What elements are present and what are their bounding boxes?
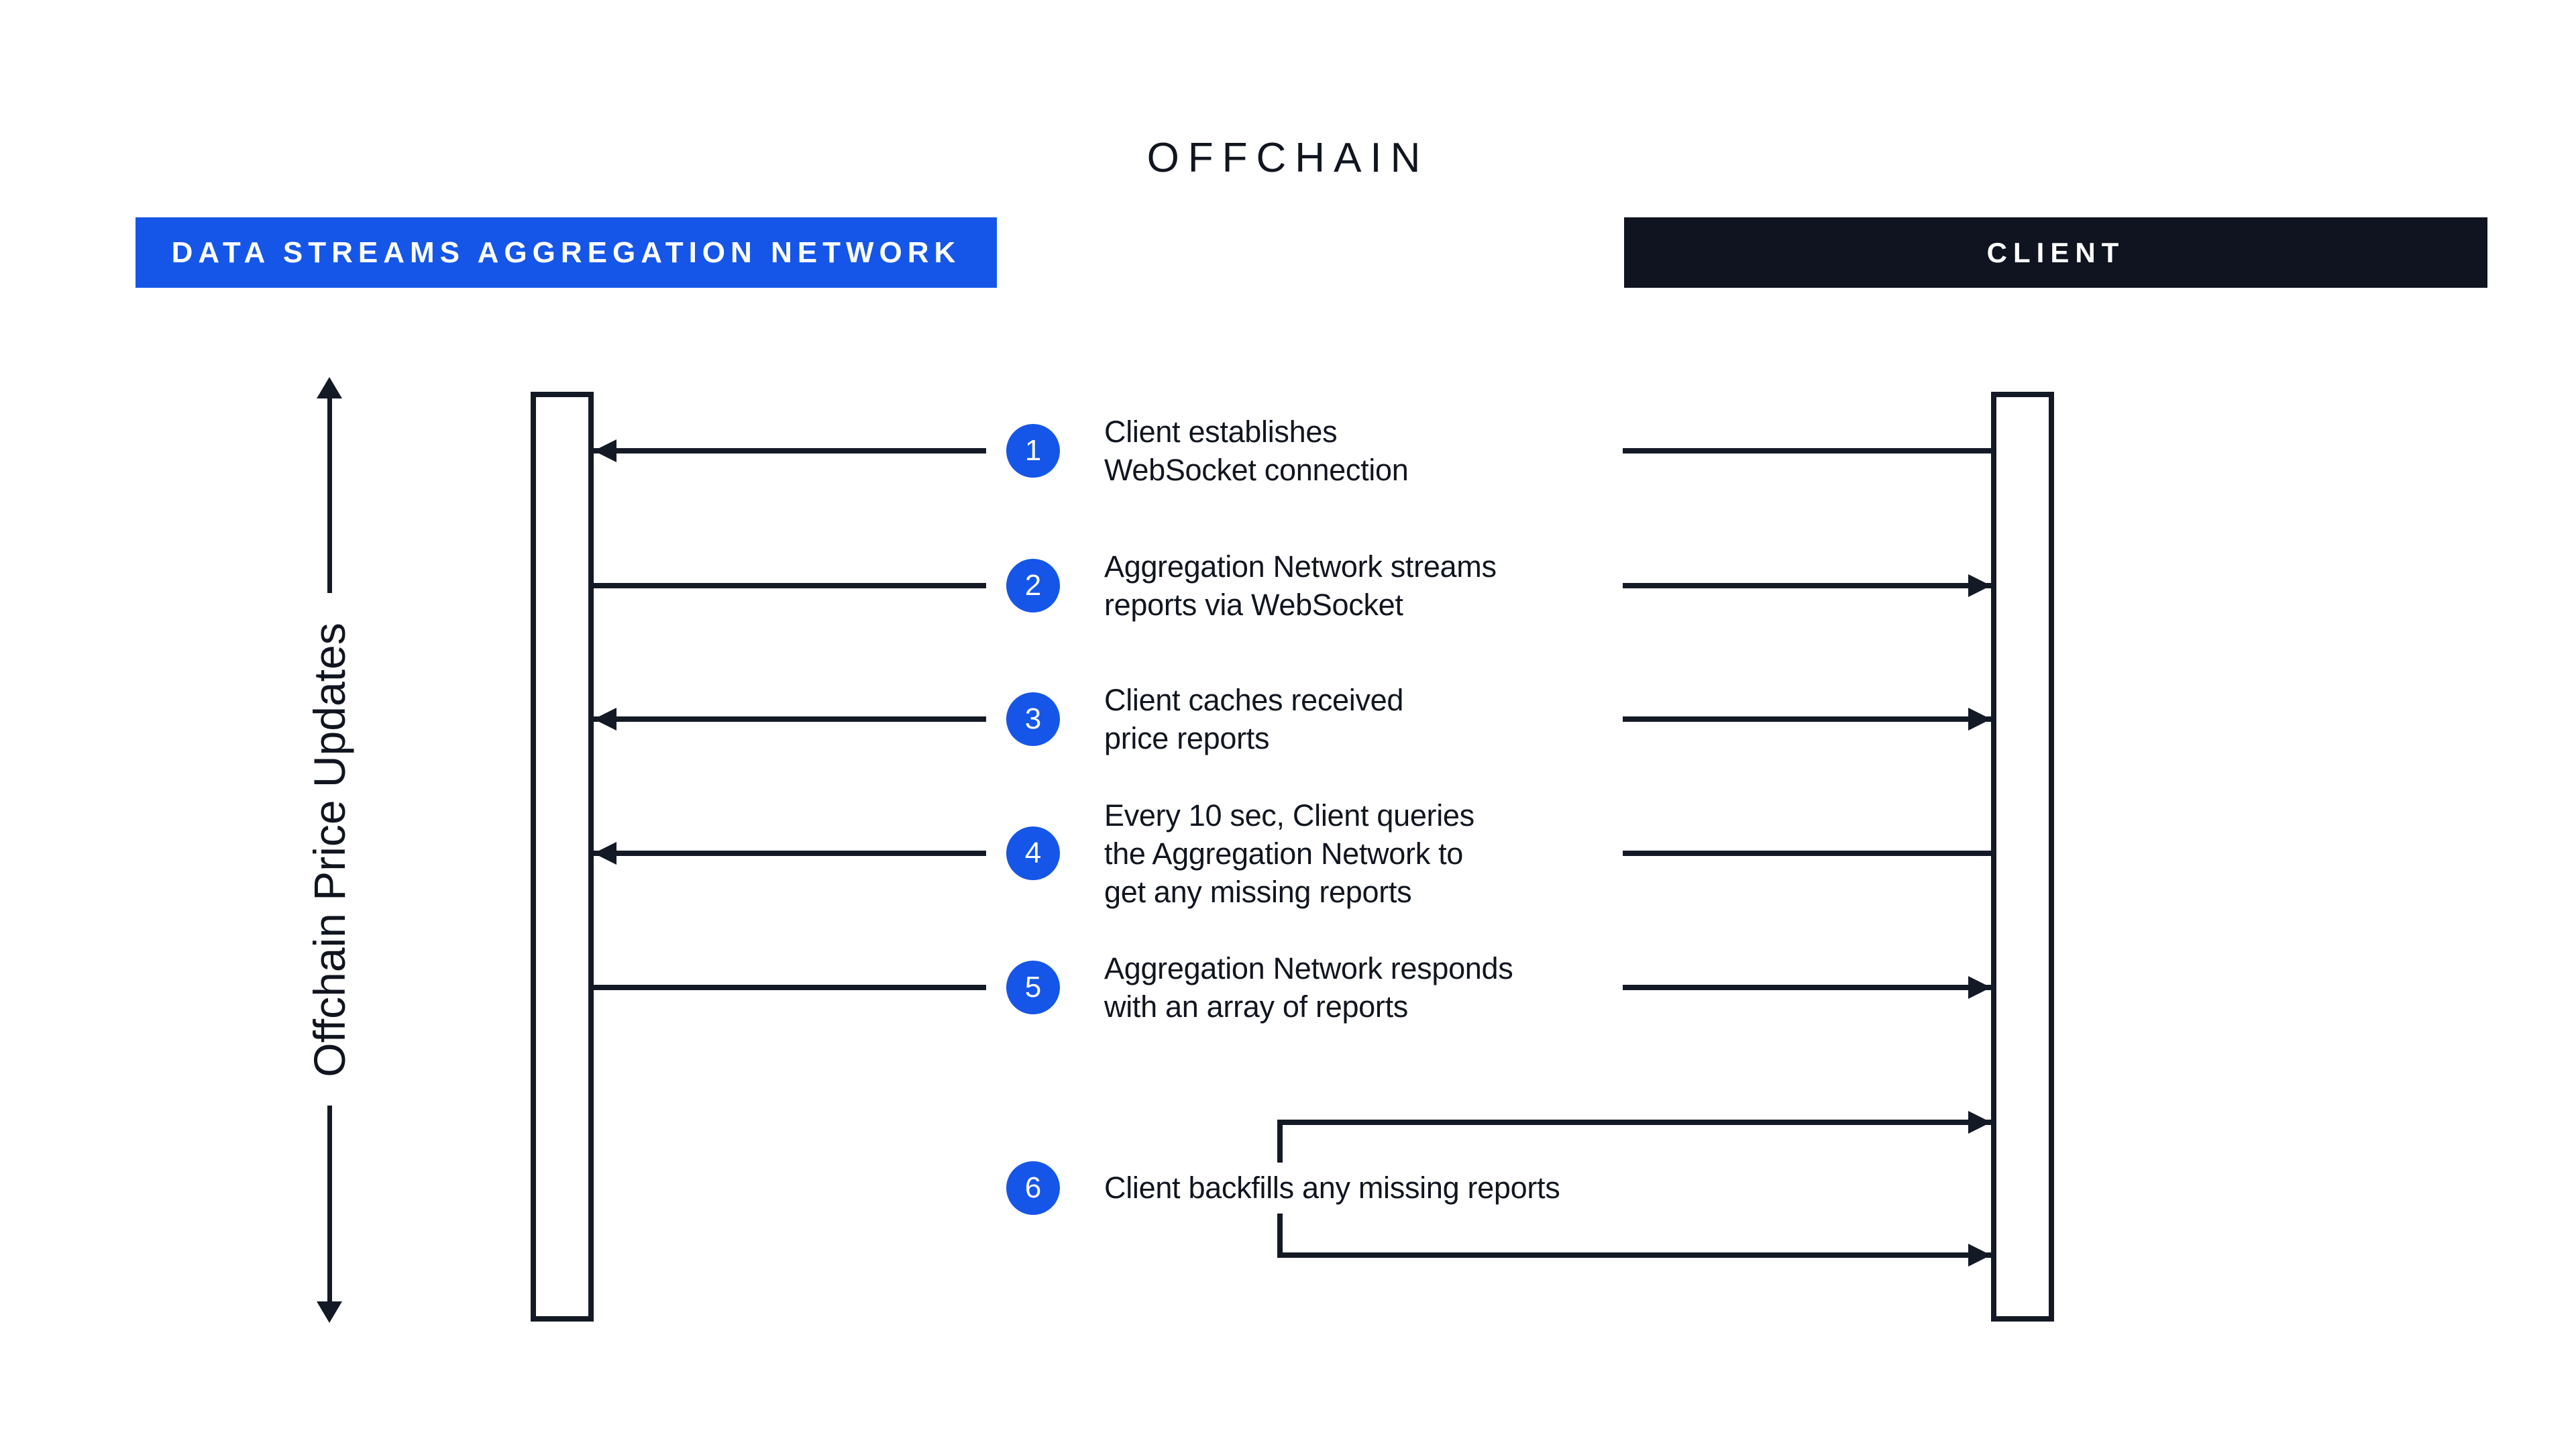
step4-text: Every 10 sec, Client queries the Aggrega… [1104, 793, 1474, 914]
step5-arrowhead-right-icon [1968, 976, 1991, 999]
axis-label: Offchain Price Updates [305, 623, 354, 1077]
step6-text: Client backfills any missing reports [1104, 1163, 1579, 1214]
step2-line-left [594, 583, 986, 588]
step1-arrowhead-left-icon [594, 439, 616, 462]
step4-number-badge: 4 [1006, 826, 1060, 880]
step5-text-line2: with an array of reports [1104, 989, 1408, 1024]
step2-text-line1: Aggregation Network streams [1104, 549, 1497, 584]
step4-text-line3: get any missing reports [1104, 874, 1412, 909]
step6-arrowhead-top-icon [1968, 1111, 1991, 1134]
axis-line-top [327, 397, 332, 593]
network-participant-label: DATA STREAMS AGGREGATION NETWORK [171, 235, 961, 269]
step5-text: Aggregation Network responds with an arr… [1104, 927, 1513, 1048]
step6-text-line1: Client backfills any missing reports [1104, 1171, 1560, 1205]
step2-text-line2: reports via WebSocket [1104, 588, 1403, 622]
step6-line-top [1280, 1120, 1991, 1125]
client-participant-banner: CLIENT [1624, 217, 2487, 288]
step1-text-line2: WebSocket connection [1104, 453, 1409, 487]
step4-text-line1: Every 10 sec, Client queries [1104, 798, 1474, 833]
step3-text: Client caches received price reports [1104, 659, 1403, 780]
step5-line-left [594, 985, 986, 990]
step6-arrowhead-bottom-icon [1968, 1244, 1991, 1267]
step4-line-right [1623, 851, 1991, 856]
step3-text-line1: Client caches received [1104, 683, 1404, 717]
step2-text: Aggregation Network streams reports via … [1104, 525, 1497, 646]
step6-number-badge: 6 [1006, 1161, 1060, 1215]
step1-text: Client establishes WebSocket connection [1104, 390, 1409, 511]
page-title: OFFCHAIN [1146, 135, 1430, 181]
step3-number-badge: 3 [1006, 692, 1060, 746]
step5-text-line1: Aggregation Network responds [1104, 951, 1513, 985]
step3-line-right [1623, 716, 1991, 722]
step5-line-right [1623, 985, 1991, 990]
network-participant-banner: DATA STREAMS AGGREGATION NETWORK [136, 217, 997, 288]
step2-line-right [1623, 583, 1991, 588]
client-lifeline [1991, 392, 2054, 1322]
axis-arrow-down-icon [317, 1301, 342, 1323]
step6-line-bottom [1280, 1252, 1991, 1258]
axis-arrow-up-icon [317, 377, 342, 398]
step1-number-badge: 1 [1006, 424, 1060, 478]
step1-line-left [594, 448, 986, 453]
step1-line-right [1623, 448, 1991, 453]
step3-text-line2: price reports [1104, 721, 1270, 755]
step4-line-left [594, 851, 986, 856]
step5-number-badge: 5 [1006, 961, 1060, 1014]
step4-text-line2: the Aggregation Network to [1104, 836, 1464, 871]
step2-arrowhead-right-icon [1968, 574, 1991, 597]
aggregation-network-lifeline [531, 392, 594, 1322]
axis-line-bottom [327, 1106, 332, 1301]
step3-line-left [594, 716, 986, 722]
step4-arrowhead-left-icon [594, 842, 616, 865]
step3-arrowhead-right-icon [1968, 708, 1991, 731]
step2-number-badge: 2 [1006, 559, 1060, 612]
client-participant-label: CLIENT [1986, 236, 2125, 268]
step1-text-line1: Client establishes [1104, 415, 1338, 449]
step3-arrowhead-left-icon [594, 708, 616, 731]
